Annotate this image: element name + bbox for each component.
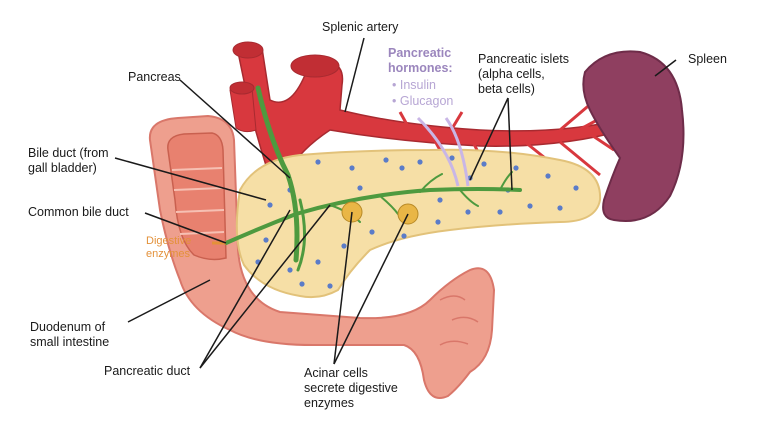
label-insulin: • Insulin bbox=[392, 78, 436, 92]
islet-dot bbox=[315, 259, 321, 265]
islet-dot bbox=[357, 185, 363, 191]
islet-dot bbox=[449, 155, 455, 161]
label-pancreatic-hormones: Pancreatic hormones: bbox=[388, 46, 453, 75]
label-digestive-enzymes: Digestive enzymes bbox=[146, 235, 192, 260]
islet-dot bbox=[349, 165, 355, 171]
label-pancreatic-duct: Pancreatic duct bbox=[104, 364, 191, 378]
islet-dot bbox=[287, 267, 293, 273]
leader-lines bbox=[114, 37, 677, 369]
islet-dot bbox=[437, 197, 443, 203]
label-common-bile-duct: Common bile duct bbox=[28, 205, 129, 219]
spleen-illustration bbox=[582, 50, 685, 222]
islet-dot bbox=[399, 165, 405, 171]
label-glucagon: • Glucagon bbox=[392, 94, 454, 108]
islet-dot bbox=[435, 219, 441, 225]
islet-dot bbox=[481, 161, 487, 167]
islet-dot bbox=[383, 157, 389, 163]
islet-dot bbox=[401, 233, 407, 239]
label-splenic-artery: Splenic artery bbox=[322, 20, 399, 34]
islet-dot bbox=[299, 281, 305, 287]
islet-dot bbox=[263, 237, 269, 243]
label-spleen: Spleen bbox=[688, 52, 727, 66]
islet-dot bbox=[267, 202, 273, 208]
islet-dot bbox=[417, 159, 423, 165]
islet-dot bbox=[327, 283, 333, 289]
label-pancreas: Pancreas bbox=[128, 70, 181, 84]
islet-dot bbox=[369, 229, 375, 235]
label-bile-duct: Bile duct (from gall bladder) bbox=[28, 146, 109, 175]
islet-dot bbox=[497, 209, 503, 215]
label-pancreatic-islets: Pancreatic islets (alpha cells, beta cel… bbox=[478, 52, 570, 96]
label-acinar-cells: Acinar cells secrete digestive enzymes bbox=[304, 366, 398, 410]
islet-dot bbox=[315, 159, 321, 165]
islet-dot bbox=[545, 173, 551, 179]
islet-dot bbox=[573, 185, 579, 191]
label-duodenum: Duodenum of small intestine bbox=[30, 320, 110, 349]
splenic-artery-illustration bbox=[229, 41, 626, 177]
islet-dot bbox=[527, 203, 533, 209]
duodenum-illustration bbox=[148, 114, 496, 399]
pancreas-illustration bbox=[235, 148, 602, 299]
hormone-arrows bbox=[416, 116, 470, 187]
islet-dot bbox=[513, 165, 519, 171]
islet-dot bbox=[465, 209, 471, 215]
islet-dot bbox=[557, 205, 563, 211]
islet-dot bbox=[341, 243, 347, 249]
